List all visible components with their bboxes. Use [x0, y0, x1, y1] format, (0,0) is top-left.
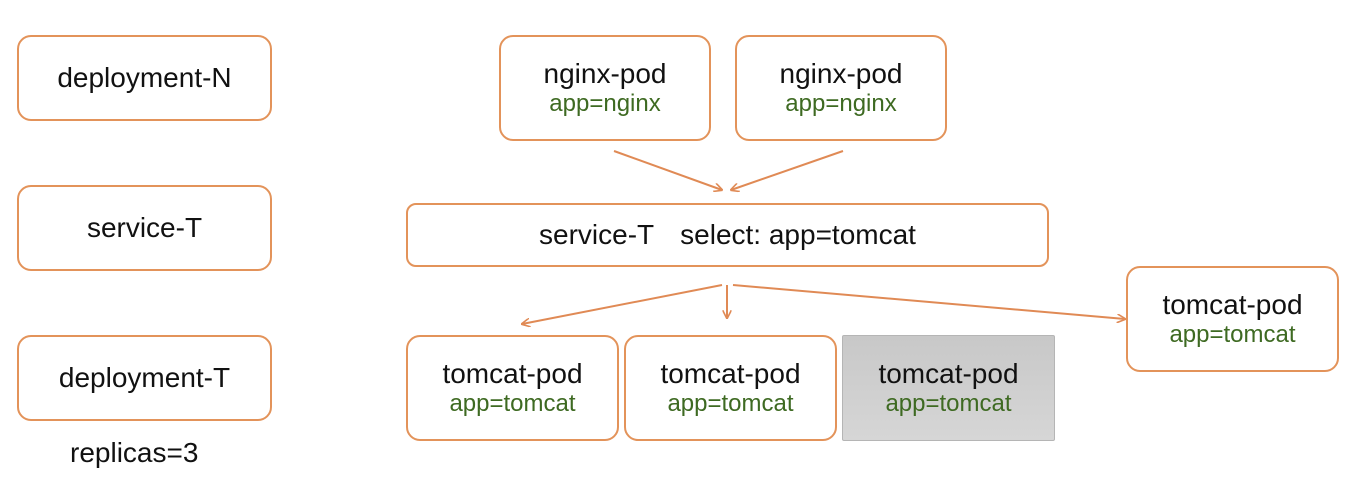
tomcat-pod-label: app=tomcat	[667, 390, 794, 417]
nginx-pod-label: app=nginx	[549, 90, 661, 117]
deployment-t-box: deployment-T	[17, 335, 272, 421]
deployment-n-label: deployment-N	[57, 62, 232, 93]
nginx-pod-name: nginx-pod	[543, 58, 667, 89]
service-t-label: service-T	[86, 212, 203, 243]
tomcat-pod-name: tomcat-pod	[1162, 289, 1303, 320]
tomcat-pod-1: tomcat-pod app=tomcat	[406, 335, 619, 441]
tomcat-pod-name: tomcat-pod	[878, 358, 1019, 389]
tomcat-pod-label: app=tomcat	[1169, 321, 1296, 348]
replicas-label: replicas=3	[70, 437, 199, 468]
nginx-pod-2: nginx-pod app=nginx	[735, 35, 947, 141]
tomcat-pod-name: tomcat-pod	[660, 358, 801, 389]
nginx-pod-label: app=nginx	[785, 90, 897, 117]
deployment-t-label: deployment-T	[58, 362, 231, 393]
tomcat-pod-label: app=tomcat	[449, 390, 576, 417]
tomcat-pod-4: tomcat-pod app=tomcat	[1126, 266, 1339, 372]
service-box: service-T select: app=tomcat	[406, 203, 1049, 267]
service-selector: select: app=tomcat	[680, 219, 916, 250]
arrow-service-to-tomcat-1	[522, 284, 723, 324]
tomcat-pod-3-inactive: tomcat-pod app=tomcat	[842, 335, 1055, 441]
deployment-n-box: deployment-N	[17, 35, 272, 121]
arrow-nginx-2-to-service	[731, 150, 844, 190]
service-name: service-T	[539, 219, 655, 250]
tomcat-pod-label: app=tomcat	[885, 390, 1012, 417]
tomcat-pod-name: tomcat-pod	[442, 358, 583, 389]
arrow-service-to-tomcat-4	[732, 284, 1125, 319]
arrow-nginx-1-to-service	[613, 150, 722, 190]
nginx-pod-1: nginx-pod app=nginx	[499, 35, 711, 141]
service-t-box: service-T	[17, 185, 272, 271]
tomcat-pod-2: tomcat-pod app=tomcat	[624, 335, 837, 441]
nginx-pod-name: nginx-pod	[779, 58, 903, 89]
